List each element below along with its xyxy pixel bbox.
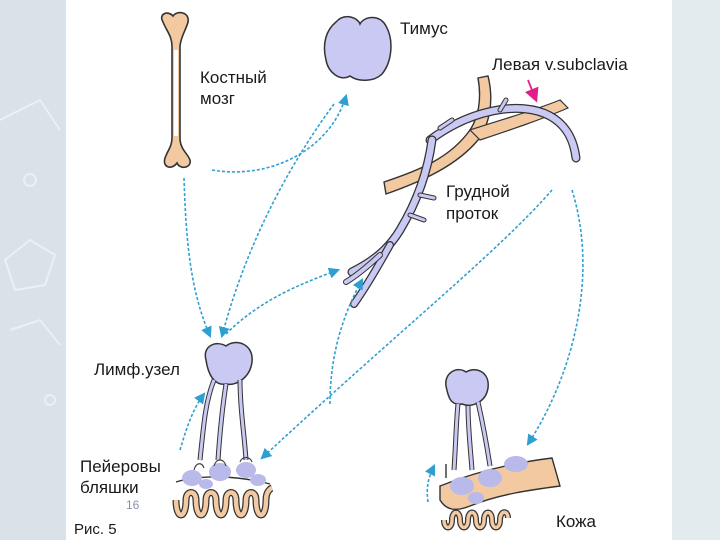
bone-marrow-shape [160, 11, 191, 169]
arrow-peyers-to-node [179, 392, 206, 451]
slide-card [66, 0, 672, 540]
label-bone-marrow-1: Костный [200, 68, 267, 87]
thymus-shape [323, 15, 392, 81]
label-thoracic-duct-1: Грудной [446, 182, 510, 201]
label-bone-marrow-2: мозг [200, 89, 235, 108]
arrow-subclavian-to-skin [526, 189, 584, 446]
label-left-subclavian: Левая v.subclavia [492, 55, 628, 74]
slide-edge [672, 0, 720, 540]
subclavian-vein-shape [383, 75, 492, 195]
peyers-patches-shape [172, 456, 274, 519]
label-thymus: Тимус [400, 19, 448, 38]
arrow-node-to-duct [225, 267, 341, 335]
arrow-marrow-to-node [183, 177, 212, 339]
subclavian-pointer-arrow [525, 79, 539, 103]
skin-lymph-shape [439, 368, 561, 531]
arrow-subclavian-to-peyers [260, 189, 553, 460]
arrow-thymus-to-node [218, 103, 335, 339]
arrow-marrow-to-thymus [211, 93, 349, 173]
label-peyers-2: бляшки [80, 478, 139, 497]
lymph-node-shape [197, 341, 253, 461]
label-skin: Кожа [556, 512, 596, 531]
figure-caption: Рис. 5 [74, 521, 117, 538]
thoracic-duct-shape [343, 97, 581, 308]
arrow-skin-up [424, 463, 436, 503]
label-peyers-1: Пейеровы [80, 457, 161, 476]
label-thoracic-duct-2: проток [446, 204, 499, 223]
page-number: 16 [126, 498, 140, 512]
label-lymph-node: Лимф.узел [94, 360, 180, 379]
recirculation-arrows [179, 93, 584, 503]
